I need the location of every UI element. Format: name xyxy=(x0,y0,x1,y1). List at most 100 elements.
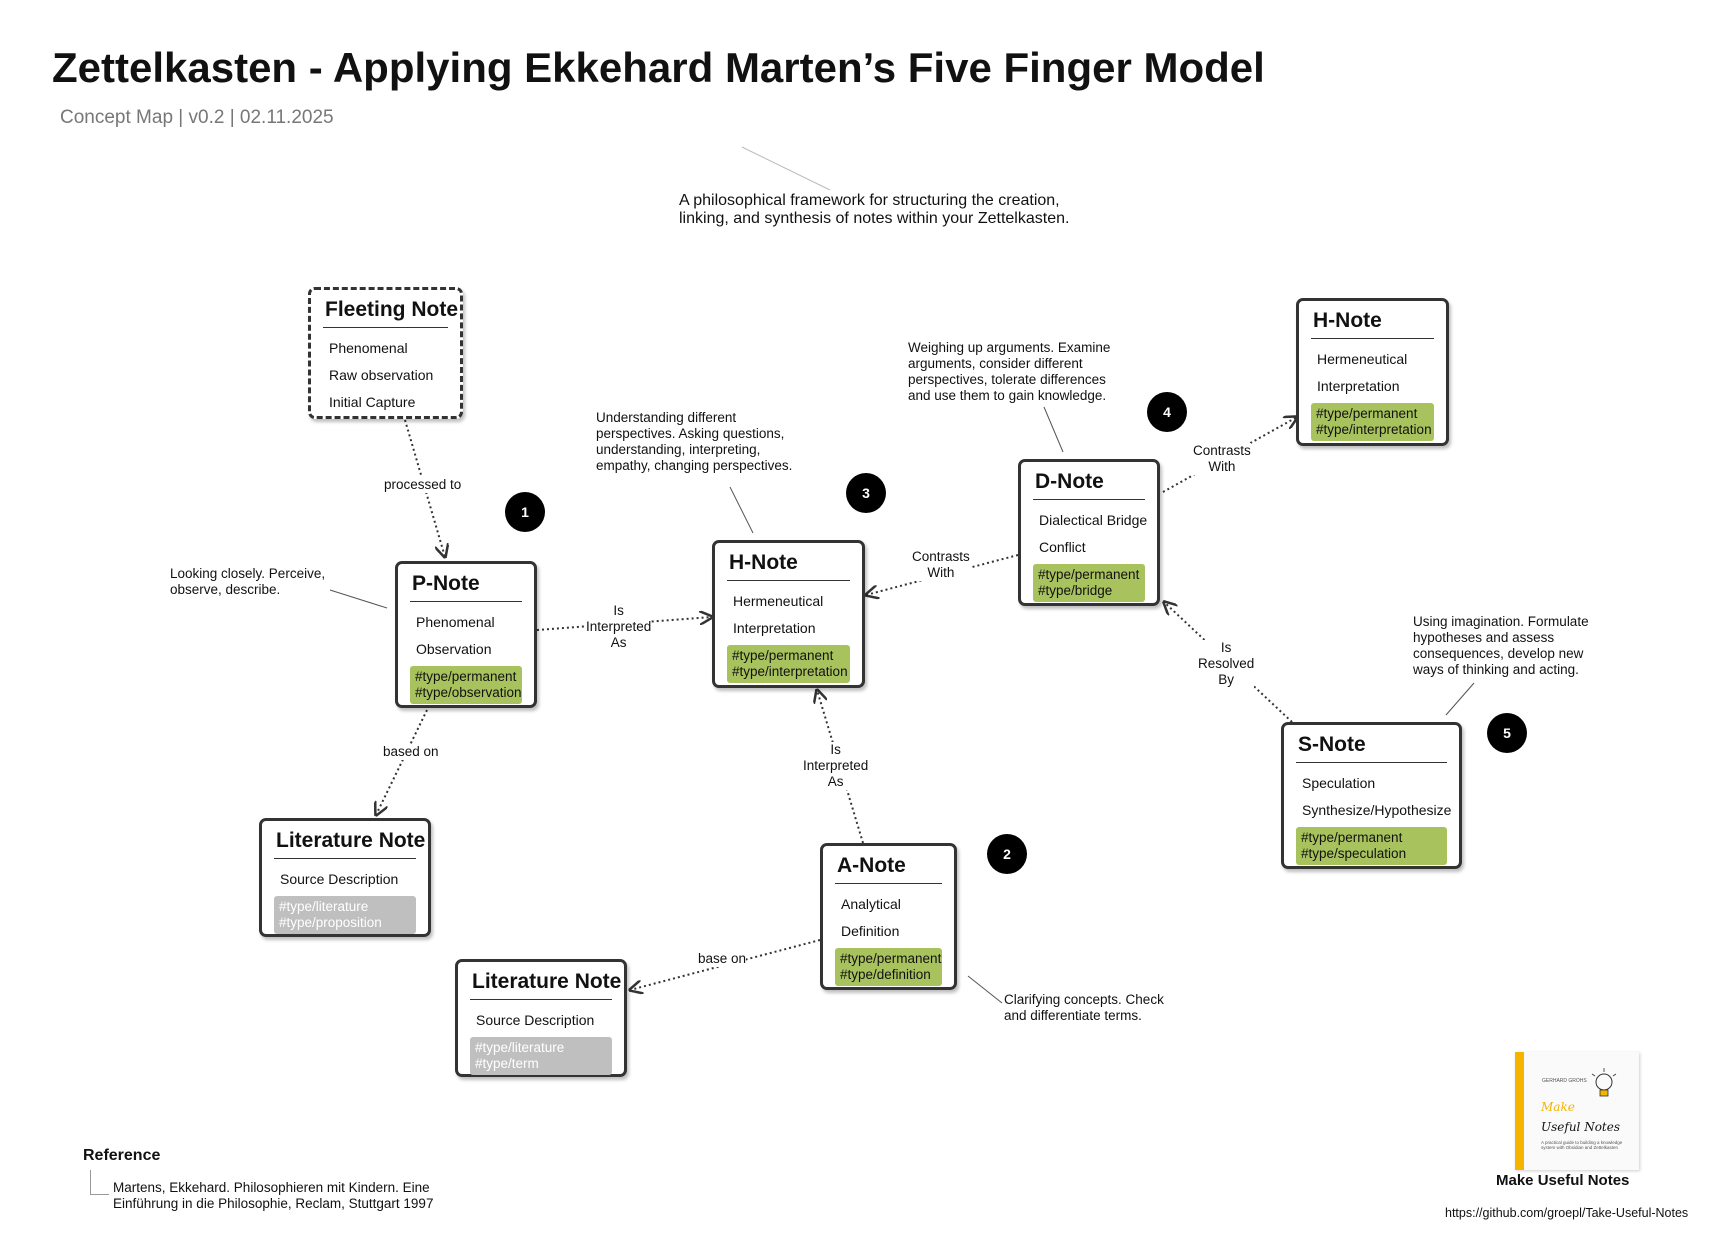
tag-label: #type/literature xyxy=(279,899,369,914)
edge-label-line: With xyxy=(1208,459,1236,474)
edge-label-line: Contrasts xyxy=(1193,443,1251,458)
tag-label: #type/observation xyxy=(415,685,522,700)
tag-label: #type/permanent xyxy=(1038,567,1140,582)
note-item: Observation xyxy=(416,641,492,657)
tag-box: #type/literature #type/term xyxy=(470,1037,612,1075)
edge-label-line: With xyxy=(927,565,955,580)
note-item: Hermeneutical xyxy=(1317,351,1408,367)
tag-label: #type/speculation xyxy=(1301,846,1407,861)
book-title-line-2: Useful Notes xyxy=(1541,1120,1621,1134)
step-badge-3: 3 xyxy=(846,473,886,513)
book-author: GERHARD GROHS xyxy=(1542,1078,1587,1084)
tag-label: #type/permanent xyxy=(1316,406,1418,421)
note-item: Interpretation xyxy=(1317,378,1400,394)
brand-name: Make Useful Notes xyxy=(1496,1172,1630,1189)
edge-label-processed: processed to xyxy=(384,477,462,493)
intro-text: A philosophical framework for structurin… xyxy=(679,192,1070,227)
s-note-description: Using imagination. Formulate hypotheses … xyxy=(1413,614,1589,677)
edge-label-line: As xyxy=(827,774,844,789)
tag-box: #type/literature #type/proposition xyxy=(274,896,416,934)
edge-label-line: By xyxy=(1218,672,1235,687)
literature-note-card-1[interactable]: Literature Note Source Description #type… xyxy=(259,818,431,937)
d-note-card[interactable]: D-Note Dialectical Bridge Conflict #type… xyxy=(1018,459,1160,606)
edge-label-s-to-d: Is Resolved By xyxy=(1198,640,1255,688)
edge-label-p-to-h: Is Interpreted As xyxy=(586,603,652,651)
p-note-card[interactable]: P-Note Phenomenal Observation #type/perm… xyxy=(395,561,537,708)
edge-label-line: Resolved xyxy=(1198,656,1255,671)
tag-label: #type/permanent xyxy=(840,951,942,966)
tag-label: #type/permanent xyxy=(1301,830,1403,845)
tag-label: #type/interpretation xyxy=(1316,422,1432,437)
edge-label-line: Is xyxy=(613,603,624,618)
edge-label-based-on: based on xyxy=(383,744,439,760)
step-badge-2: 2 xyxy=(987,834,1027,874)
tag-box: #type/permanent #type/bridge xyxy=(1033,564,1145,602)
note-item: Speculation xyxy=(1302,775,1376,791)
leader-s-desc xyxy=(1445,682,1475,716)
d-note-description: Weighing up arguments. Examine arguments… xyxy=(908,340,1111,403)
note-item: Dialectical Bridge xyxy=(1039,512,1148,528)
tag-box: #type/permanent #type/observation xyxy=(410,666,522,704)
tag-label: #type/permanent xyxy=(732,648,834,663)
book-blurb: A practical guide to building a knowledg… xyxy=(1541,1140,1623,1150)
edge-s-to-d xyxy=(1164,602,1293,723)
leader-a-desc xyxy=(967,975,1003,1004)
note-title: H-Note xyxy=(1311,309,1434,339)
literature-note-card-2[interactable]: Literature Note Source Description #type… xyxy=(455,959,627,1077)
tag-box: #type/permanent #type/definition xyxy=(835,948,942,986)
leader-d-desc xyxy=(1043,406,1064,453)
edge-p-to-h1 xyxy=(536,617,712,631)
h-note-description: Understanding different perspectives. As… xyxy=(596,410,793,473)
edge-label-line: Is xyxy=(1220,640,1232,655)
tag-label: #type/literature xyxy=(475,1040,565,1055)
edge-d-to-h1 xyxy=(866,554,1019,595)
edge-label-base-on: base on xyxy=(698,951,747,967)
note-title: P-Note xyxy=(410,572,522,602)
leader-h-desc xyxy=(729,486,754,534)
note-item: Source Description xyxy=(280,871,399,887)
h-note-card-right[interactable]: H-Note Hermeneutical Interpretation #typ… xyxy=(1296,298,1449,446)
page-subtitle: Concept Map | v0.2 | 02.11.2025 xyxy=(60,107,334,128)
note-item: Synthesize/Hypothesize xyxy=(1302,802,1452,818)
tag-box: #type/permanent #type/speculation xyxy=(1296,827,1447,865)
leader-p-desc xyxy=(329,589,388,609)
note-item: Source Description xyxy=(476,1012,595,1028)
tag-label: #type/proposition xyxy=(279,915,382,930)
brand-url-link[interactable]: https://github.com/groepl/Take-Useful-No… xyxy=(1445,1206,1689,1220)
s-note-card[interactable]: S-Note Speculation Synthesize/Hypothesiz… xyxy=(1281,722,1462,869)
page-title: Zettelkasten - Applying Ekkehard Marten’… xyxy=(52,44,1265,91)
a-note-card[interactable]: A-Note Analytical Definition #type/perma… xyxy=(820,843,957,990)
lightbulb-icon xyxy=(1591,1068,1617,1097)
tag-label: #type/bridge xyxy=(1038,583,1113,598)
step-badge-5: 5 xyxy=(1487,713,1527,753)
step-badge-4: 4 xyxy=(1147,392,1187,432)
reference-connector xyxy=(90,1170,109,1195)
edge-label-line: Interpreted xyxy=(803,758,869,773)
tag-label: #type/definition xyxy=(840,967,931,982)
note-item: Interpretation xyxy=(733,620,816,636)
note-item: Hermeneutical xyxy=(733,593,824,609)
h-note-card[interactable]: H-Note Hermeneutical Interpretation #typ… xyxy=(712,540,865,688)
tag-label: #type/permanent xyxy=(415,669,517,684)
edge-label-a-to-h: Is Interpreted As xyxy=(803,742,869,790)
fleeting-note-card[interactable]: Fleeting Note Phenomenal Raw observation… xyxy=(308,287,463,419)
tag-box: #type/permanent #type/interpretation xyxy=(727,645,850,683)
note-title: Literature Note xyxy=(470,970,621,1000)
a-note-description: Clarifying concepts. Check and different… xyxy=(1004,992,1164,1023)
note-item: Phenomenal xyxy=(416,614,495,630)
note-item: Initial Capture xyxy=(329,394,416,410)
note-item: Conflict xyxy=(1039,539,1086,555)
note-item: Phenomenal xyxy=(329,340,408,356)
p-note-description: Looking closely. Perceive, observe, desc… xyxy=(170,566,326,597)
reference-heading: Reference xyxy=(83,1147,161,1164)
tag-box: #type/permanent #type/interpretation xyxy=(1311,403,1434,441)
note-item: Definition xyxy=(841,923,900,939)
tag-label: #type/term xyxy=(475,1056,539,1071)
note-item: Raw observation xyxy=(329,367,434,383)
edge-label-line: Is xyxy=(830,742,841,757)
note-title: D-Note xyxy=(1033,470,1145,500)
tag-label: #type/interpretation xyxy=(732,664,848,679)
note-title: S-Note xyxy=(1296,733,1447,763)
note-title: Literature Note xyxy=(274,829,425,859)
leader-intro xyxy=(741,146,831,191)
